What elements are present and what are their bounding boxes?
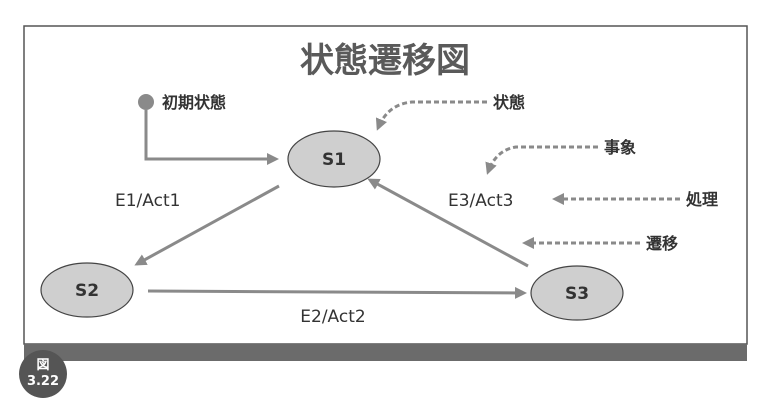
legend-event-label: 事象: [604, 138, 636, 157]
transition-s3-s1-arrow: [367, 178, 529, 268]
transition-s1-s2-arrow: [134, 184, 280, 266]
figure-prefix: 図: [36, 358, 49, 373]
transition-s1-s2-label: E1/Act1: [115, 191, 180, 211]
legend-state-pointer: [375, 100, 487, 131]
state-s1-label: S1: [322, 150, 346, 170]
state-s2: [40, 262, 134, 318]
bottom-bar: [24, 344, 747, 361]
legend-state-label: 状態: [493, 93, 525, 112]
transition-s3-s1-label: E3/Act3: [448, 191, 513, 211]
state-s2-label: S2: [75, 281, 99, 301]
legend-action-label: 処理: [686, 190, 718, 209]
state-s3-label: S3: [565, 284, 589, 304]
figure-badge: [19, 350, 67, 398]
initial-transition-arrow: [144, 110, 279, 165]
diagram-title: 状態遷移図: [300, 41, 470, 81]
transition-s2-s3-label: E2/Act2: [300, 307, 365, 327]
state-s1: [287, 130, 381, 188]
legend-transition-label: 遷移: [646, 234, 678, 253]
transition-s2-s3-arrow: [147, 286, 527, 299]
figure-number: 3.22: [27, 374, 59, 389]
legend-event-pointer: [485, 145, 598, 175]
initial-state-label: 初期状態: [162, 93, 226, 112]
state-s3: [530, 265, 624, 321]
initial-state-dot: [138, 94, 154, 110]
